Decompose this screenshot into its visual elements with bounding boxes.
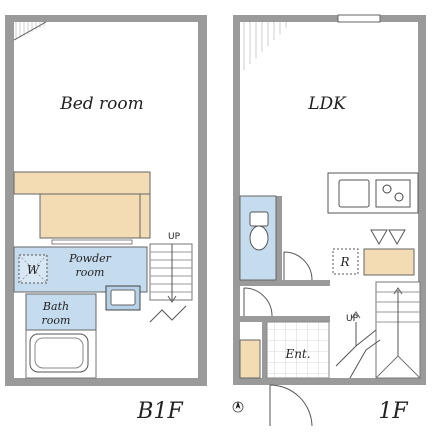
- f1-floor-label: 1F: [378, 399, 408, 424]
- powder-room-label-line1: Powder: [68, 252, 112, 265]
- b1f-closet-upper: [13, 171, 151, 195]
- f1-wall-mid2: [240, 316, 330, 322]
- washer-mark: W: [27, 263, 41, 277]
- b1f-rail: [51, 239, 133, 245]
- bath-room-area: [25, 293, 97, 331]
- entry-door-swing: [269, 384, 313, 427]
- shoe-cabinet: [239, 339, 261, 379]
- b1f-closet-lower: [39, 193, 141, 239]
- ldk-label: LDK: [307, 94, 347, 114]
- toilet-icon: [249, 211, 269, 227]
- entrance-label: Ent.: [284, 347, 310, 361]
- bath-room-label-line1: Bath: [42, 300, 69, 313]
- storage-door-swing: [370, 229, 406, 246]
- refrigerator-mark: R: [339, 255, 349, 269]
- f1-wall-mid: [240, 280, 330, 286]
- b1f-stair-up-label: UP: [168, 232, 181, 242]
- b1f-window-hatch: [13, 21, 47, 41]
- f1-stairs: [335, 281, 421, 379]
- f1-wall-ent-left: [262, 322, 267, 378]
- f1-floor: LDK R Ent.: [233, 14, 426, 427]
- bath-room-label-line2: room: [42, 314, 71, 327]
- b1f-bedroom: [14, 22, 198, 164]
- powder-room-label-line2: room: [76, 266, 105, 279]
- f1-storage: [363, 248, 415, 276]
- bedroom-label: Bed room: [59, 94, 144, 114]
- b1f-stairs: [149, 243, 193, 323]
- f1-wall-toilet-right: [276, 196, 282, 280]
- b1f-floor: Bed room W Powder room Bath room: [5, 15, 207, 424]
- hall-door-swing: [243, 287, 273, 317]
- ldk-room: [240, 22, 418, 186]
- f1-window-hatch: [243, 22, 287, 70]
- b1f-floor-label: B1F: [136, 399, 183, 424]
- toilet-door-swing: [283, 251, 313, 281]
- f1-stair-up-label: UP: [346, 314, 359, 324]
- b1f-closet-side: [139, 193, 151, 239]
- north-arrow-icon: [232, 401, 244, 413]
- entrance-tile: [266, 321, 330, 379]
- f1-window: [337, 14, 381, 23]
- refrigerator: [332, 248, 359, 275]
